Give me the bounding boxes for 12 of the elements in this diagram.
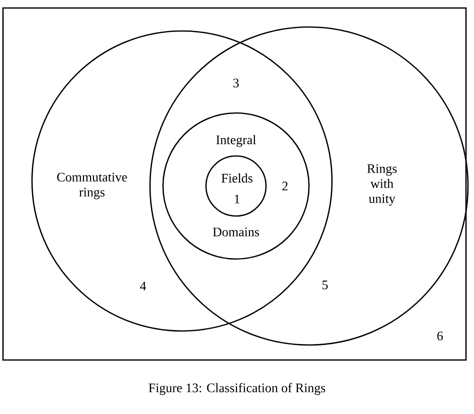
- set-label: Domains: [212, 228, 259, 236]
- region-number: 2: [282, 182, 288, 190]
- set-label: Commutative rings: [57, 172, 127, 200]
- set-label: Integral: [216, 135, 256, 147]
- region-number: 5: [322, 280, 328, 290]
- region-number: 4: [140, 282, 146, 290]
- caption: Figure 13: Classification of Rings: [148, 383, 326, 395]
- region-number: 6: [437, 332, 443, 340]
- region-number: 3: [233, 78, 239, 88]
- set-label: Rings with unity: [367, 164, 397, 206]
- set-label: Fields: [222, 173, 252, 183]
- region-number: 1: [234, 194, 240, 204]
